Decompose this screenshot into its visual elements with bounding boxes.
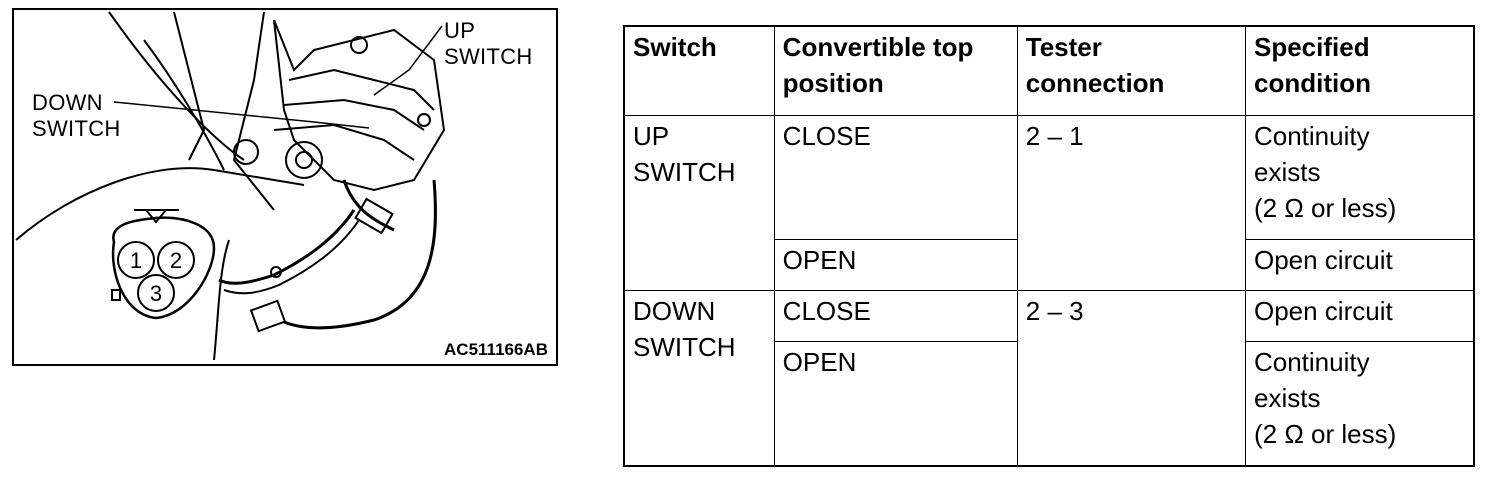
up-switch-callout-line2: SWITCH bbox=[444, 44, 533, 69]
cell-down-switch: DOWN SWITCH bbox=[623, 290, 775, 467]
connector-pin-1: 1 bbox=[130, 248, 142, 273]
header-tester: Tester connection bbox=[1016, 25, 1246, 116]
up-switch-callout-line1: UP bbox=[444, 18, 476, 43]
connector-pin-3: 3 bbox=[150, 281, 162, 306]
connector-pin-2: 2 bbox=[170, 248, 182, 273]
cell-up-close-position: CLOSE bbox=[773, 115, 1018, 240]
header-switch: Switch bbox=[623, 25, 775, 116]
cell-up-tester: 2 – 1 bbox=[1016, 115, 1246, 291]
cell-down-close-position: CLOSE bbox=[773, 290, 1018, 342]
cell-down-tester: 2 – 3 bbox=[1016, 290, 1246, 467]
cell-down-open-condition: Continuity exists (2 Ω or less) bbox=[1244, 341, 1475, 467]
header-position: Convertible top position bbox=[773, 25, 1018, 116]
header-condition: Specified condition bbox=[1244, 25, 1475, 116]
cell-down-close-condition: Open circuit bbox=[1244, 290, 1475, 342]
cell-up-open-condition: Open circuit bbox=[1244, 239, 1475, 291]
table-row: OPEN Continuity exists (2 Ω or less) bbox=[624, 341, 1475, 467]
table-header-row: Switch Convertible top position Tester c… bbox=[623, 25, 1475, 116]
cell-up-close-condition: Continuity exists (2 Ω or less) bbox=[1244, 115, 1475, 240]
cell-down-open-position: OPEN bbox=[773, 341, 1018, 467]
cell-up-open-position: OPEN bbox=[773, 239, 1018, 291]
convertible-top-mechanism-drawing: 1 2 3 bbox=[15, 11, 446, 361]
up-switch-callout: UP SWITCH bbox=[444, 18, 533, 70]
figure-code: AC511166AB bbox=[444, 340, 548, 359]
down-switch-callout-line2: SWITCH bbox=[32, 116, 121, 141]
table-row: UP SWITCH CLOSE 2 – 1 Continuity exists … bbox=[623, 115, 1475, 291]
table-row: DOWN SWITCH CLOSE 2 – 3 Open circuit bbox=[623, 290, 1475, 467]
switch-location-figure: 1 2 3 UP SWITCH DOWN SWITCH AC511166AB bbox=[12, 8, 558, 366]
down-switch-callout-line1: DOWN bbox=[32, 90, 103, 115]
switch-inspection-table: Switch Convertible top position Tester c… bbox=[623, 25, 1475, 467]
down-switch-callout: DOWN SWITCH bbox=[32, 90, 121, 142]
cell-up-switch: UP SWITCH bbox=[623, 115, 775, 291]
